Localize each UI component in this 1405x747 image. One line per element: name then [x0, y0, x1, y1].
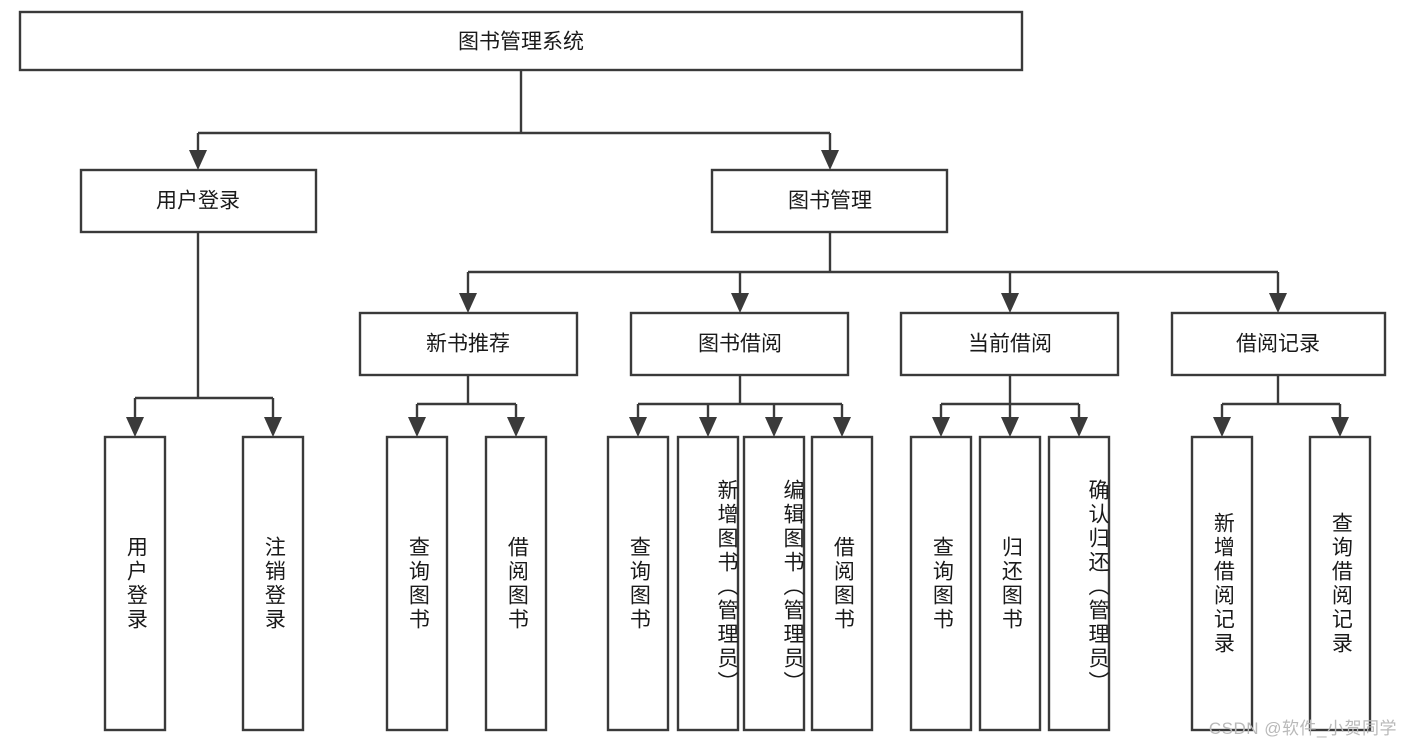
leaf-box-confirm-return[interactable] [1047, 435, 1111, 732]
node-root-book-management-system[interactable]: 图书管理系统 [18, 10, 1024, 72]
connector-group-borrow-record-to-leaves [1213, 375, 1349, 437]
leaf-label-logout: 注销登录 [262, 535, 286, 632]
arrow-head-leaf-query-book-2 [629, 417, 647, 437]
arrow-head-leaf-query-record [1331, 417, 1349, 437]
leaf-label-add-book: 新增图书（管理员） [715, 478, 738, 695]
arrow-head-leaf-borrow-book-2 [833, 417, 851, 437]
connector-group-current-borrow-to-leaves [932, 375, 1088, 437]
arrow-head-leaf-query-book-1 [408, 417, 426, 437]
leaf-box-query-book-3[interactable] [909, 435, 973, 732]
arrow-head-leaf-add-record [1213, 417, 1231, 437]
node-box-user-login[interactable] [79, 168, 318, 234]
leaf-label-query-book-3: 查询图书 [930, 535, 954, 632]
node-label-borrow-record: 借阅记录 [1236, 333, 1320, 356]
leaf-box-query-book-2[interactable] [606, 435, 670, 732]
node-label-book-borrow: 图书借阅 [698, 333, 782, 356]
leaf-box-edit-book[interactable] [742, 435, 806, 732]
arrow-head-leaf-query-book-3 [932, 417, 950, 437]
arrow-head-current-borrow [1001, 293, 1019, 313]
node-borrow-record[interactable]: 借阅记录 [1170, 311, 1387, 377]
leaf-label-edit-book: 编辑图书（管理员） [781, 478, 804, 695]
arrow-head-new-book-recommend [459, 293, 477, 313]
leaf-label-borrow-book-2: 借阅图书 [831, 535, 855, 632]
arrow-head-leaf-user-login [126, 417, 144, 437]
node-box-root[interactable] [18, 10, 1024, 72]
node-user-login[interactable]: 用户登录 [79, 168, 318, 234]
leaf-label-query-book-2: 查询图书 [627, 535, 651, 632]
arrow-head-leaf-borrow-book-1 [507, 417, 525, 437]
leaf-box-add-record[interactable] [1190, 435, 1254, 732]
arrow-head-leaf-logout [264, 417, 282, 437]
leaf-label-confirm-return: 确认归还（管理员） [1086, 478, 1109, 695]
leaf-box-group [103, 435, 1372, 732]
node-label-book-manage: 图书管理 [788, 190, 872, 213]
node-box-book-borrow[interactable] [629, 311, 850, 377]
leaf-box-query-book-1[interactable] [385, 435, 449, 732]
leaf-box-return-book[interactable] [978, 435, 1042, 732]
leaf-label-user-login: 用户登录 [124, 535, 148, 632]
connector-group-new-book-to-leaves [408, 375, 525, 437]
node-label-user-login: 用户登录 [156, 190, 240, 213]
node-box-borrow-record[interactable] [1170, 311, 1387, 377]
arrow-head-book-borrow [731, 293, 749, 313]
node-label-current-borrow: 当前借阅 [968, 333, 1052, 356]
arrow-head-leaf-return-book [1001, 417, 1019, 437]
arrow-head-leaf-add-book [699, 417, 717, 437]
node-book-manage[interactable]: 图书管理 [710, 168, 949, 234]
leaf-label-return-book: 归还图书 [999, 535, 1023, 632]
arrow-head-user-login [189, 150, 207, 170]
arrow-head-borrow-record [1269, 293, 1287, 313]
leaf-label-query-book-1: 查询图书 [406, 535, 430, 632]
node-label-new-book-recommend: 新书推荐 [426, 333, 510, 356]
node-new-book-recommend[interactable]: 新书推荐 [358, 311, 579, 377]
leaf-label-borrow-book-1: 借阅图书 [505, 535, 529, 632]
node-box-book-manage[interactable] [710, 168, 949, 234]
node-current-borrow[interactable]: 当前借阅 [899, 311, 1120, 377]
connector-group-book-manage-to-level3 [459, 232, 1287, 313]
node-label-root: 图书管理系统 [458, 31, 584, 54]
leaf-box-borrow-book-2[interactable] [810, 435, 874, 732]
leaf-box-logout[interactable] [241, 435, 305, 732]
leaf-box-add-book[interactable] [676, 435, 740, 732]
connector-group-user-login-to-leaves [126, 232, 282, 437]
connector-group-book-borrow-to-leaves [629, 375, 851, 437]
leaf-label-add-record: 新增借阅记录 [1211, 511, 1235, 656]
arrow-head-leaf-edit-book [765, 417, 783, 437]
leaf-box-borrow-book-1[interactable] [484, 435, 548, 732]
node-box-new-book-recommend[interactable] [358, 311, 579, 377]
leaf-box-query-record[interactable] [1308, 435, 1372, 732]
arrow-head-book-manage [821, 150, 839, 170]
leaf-box-user-login[interactable] [103, 435, 167, 732]
node-box-current-borrow[interactable] [899, 311, 1120, 377]
leaf-label-query-record: 查询借阅记录 [1329, 511, 1353, 656]
arrow-head-leaf-confirm-return [1070, 417, 1088, 437]
node-book-borrow[interactable]: 图书借阅 [629, 311, 850, 377]
connector-group-root-to-level2 [189, 70, 839, 170]
